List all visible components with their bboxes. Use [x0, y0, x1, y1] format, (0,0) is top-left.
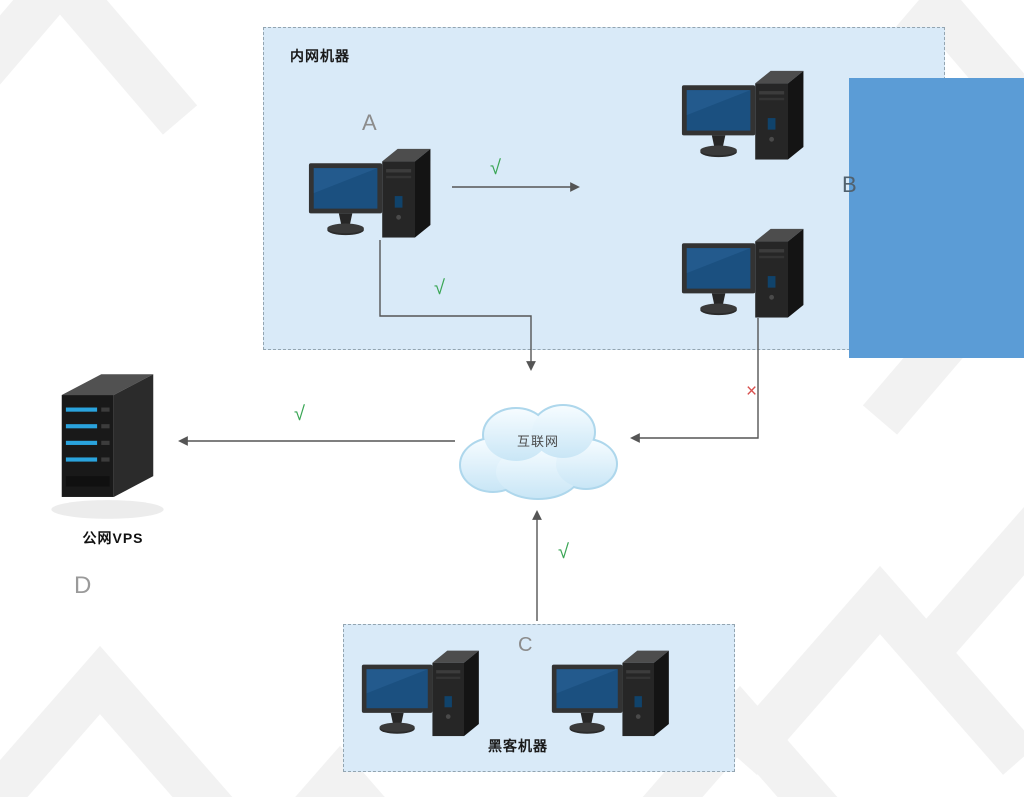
check-internet-to-vps: √: [294, 403, 305, 425]
computer-b-bottom-icon: [680, 220, 815, 336]
subnet-b-box: [849, 78, 1024, 358]
check-hacker-to-internet: √: [558, 541, 569, 563]
check-a-to-b: √: [490, 157, 501, 179]
internet-cloud: 互联网: [438, 380, 638, 510]
hacker-computer-right-icon: [550, 642, 680, 754]
computer-b-top-icon: [680, 62, 815, 178]
hacker-group-label: 黑客机器: [488, 738, 548, 754]
vps-label: 公网VPS: [82, 530, 144, 546]
cloud-icon: [459, 404, 618, 500]
internet-label: 互联网: [516, 433, 559, 449]
node-b-label: B: [842, 172, 857, 197]
hacker-computer-left-icon: [360, 642, 490, 754]
cross-b-to-internet: ×: [746, 381, 758, 402]
intranet-group-label: 内网机器: [290, 48, 350, 64]
node-c-label: C: [518, 634, 533, 656]
node-d-label: D: [74, 572, 92, 599]
vps-server-icon: [45, 368, 170, 524]
node-a-label: A: [362, 110, 377, 135]
check-a-to-internet: √: [434, 277, 445, 299]
computer-a-icon: [307, 140, 442, 256]
